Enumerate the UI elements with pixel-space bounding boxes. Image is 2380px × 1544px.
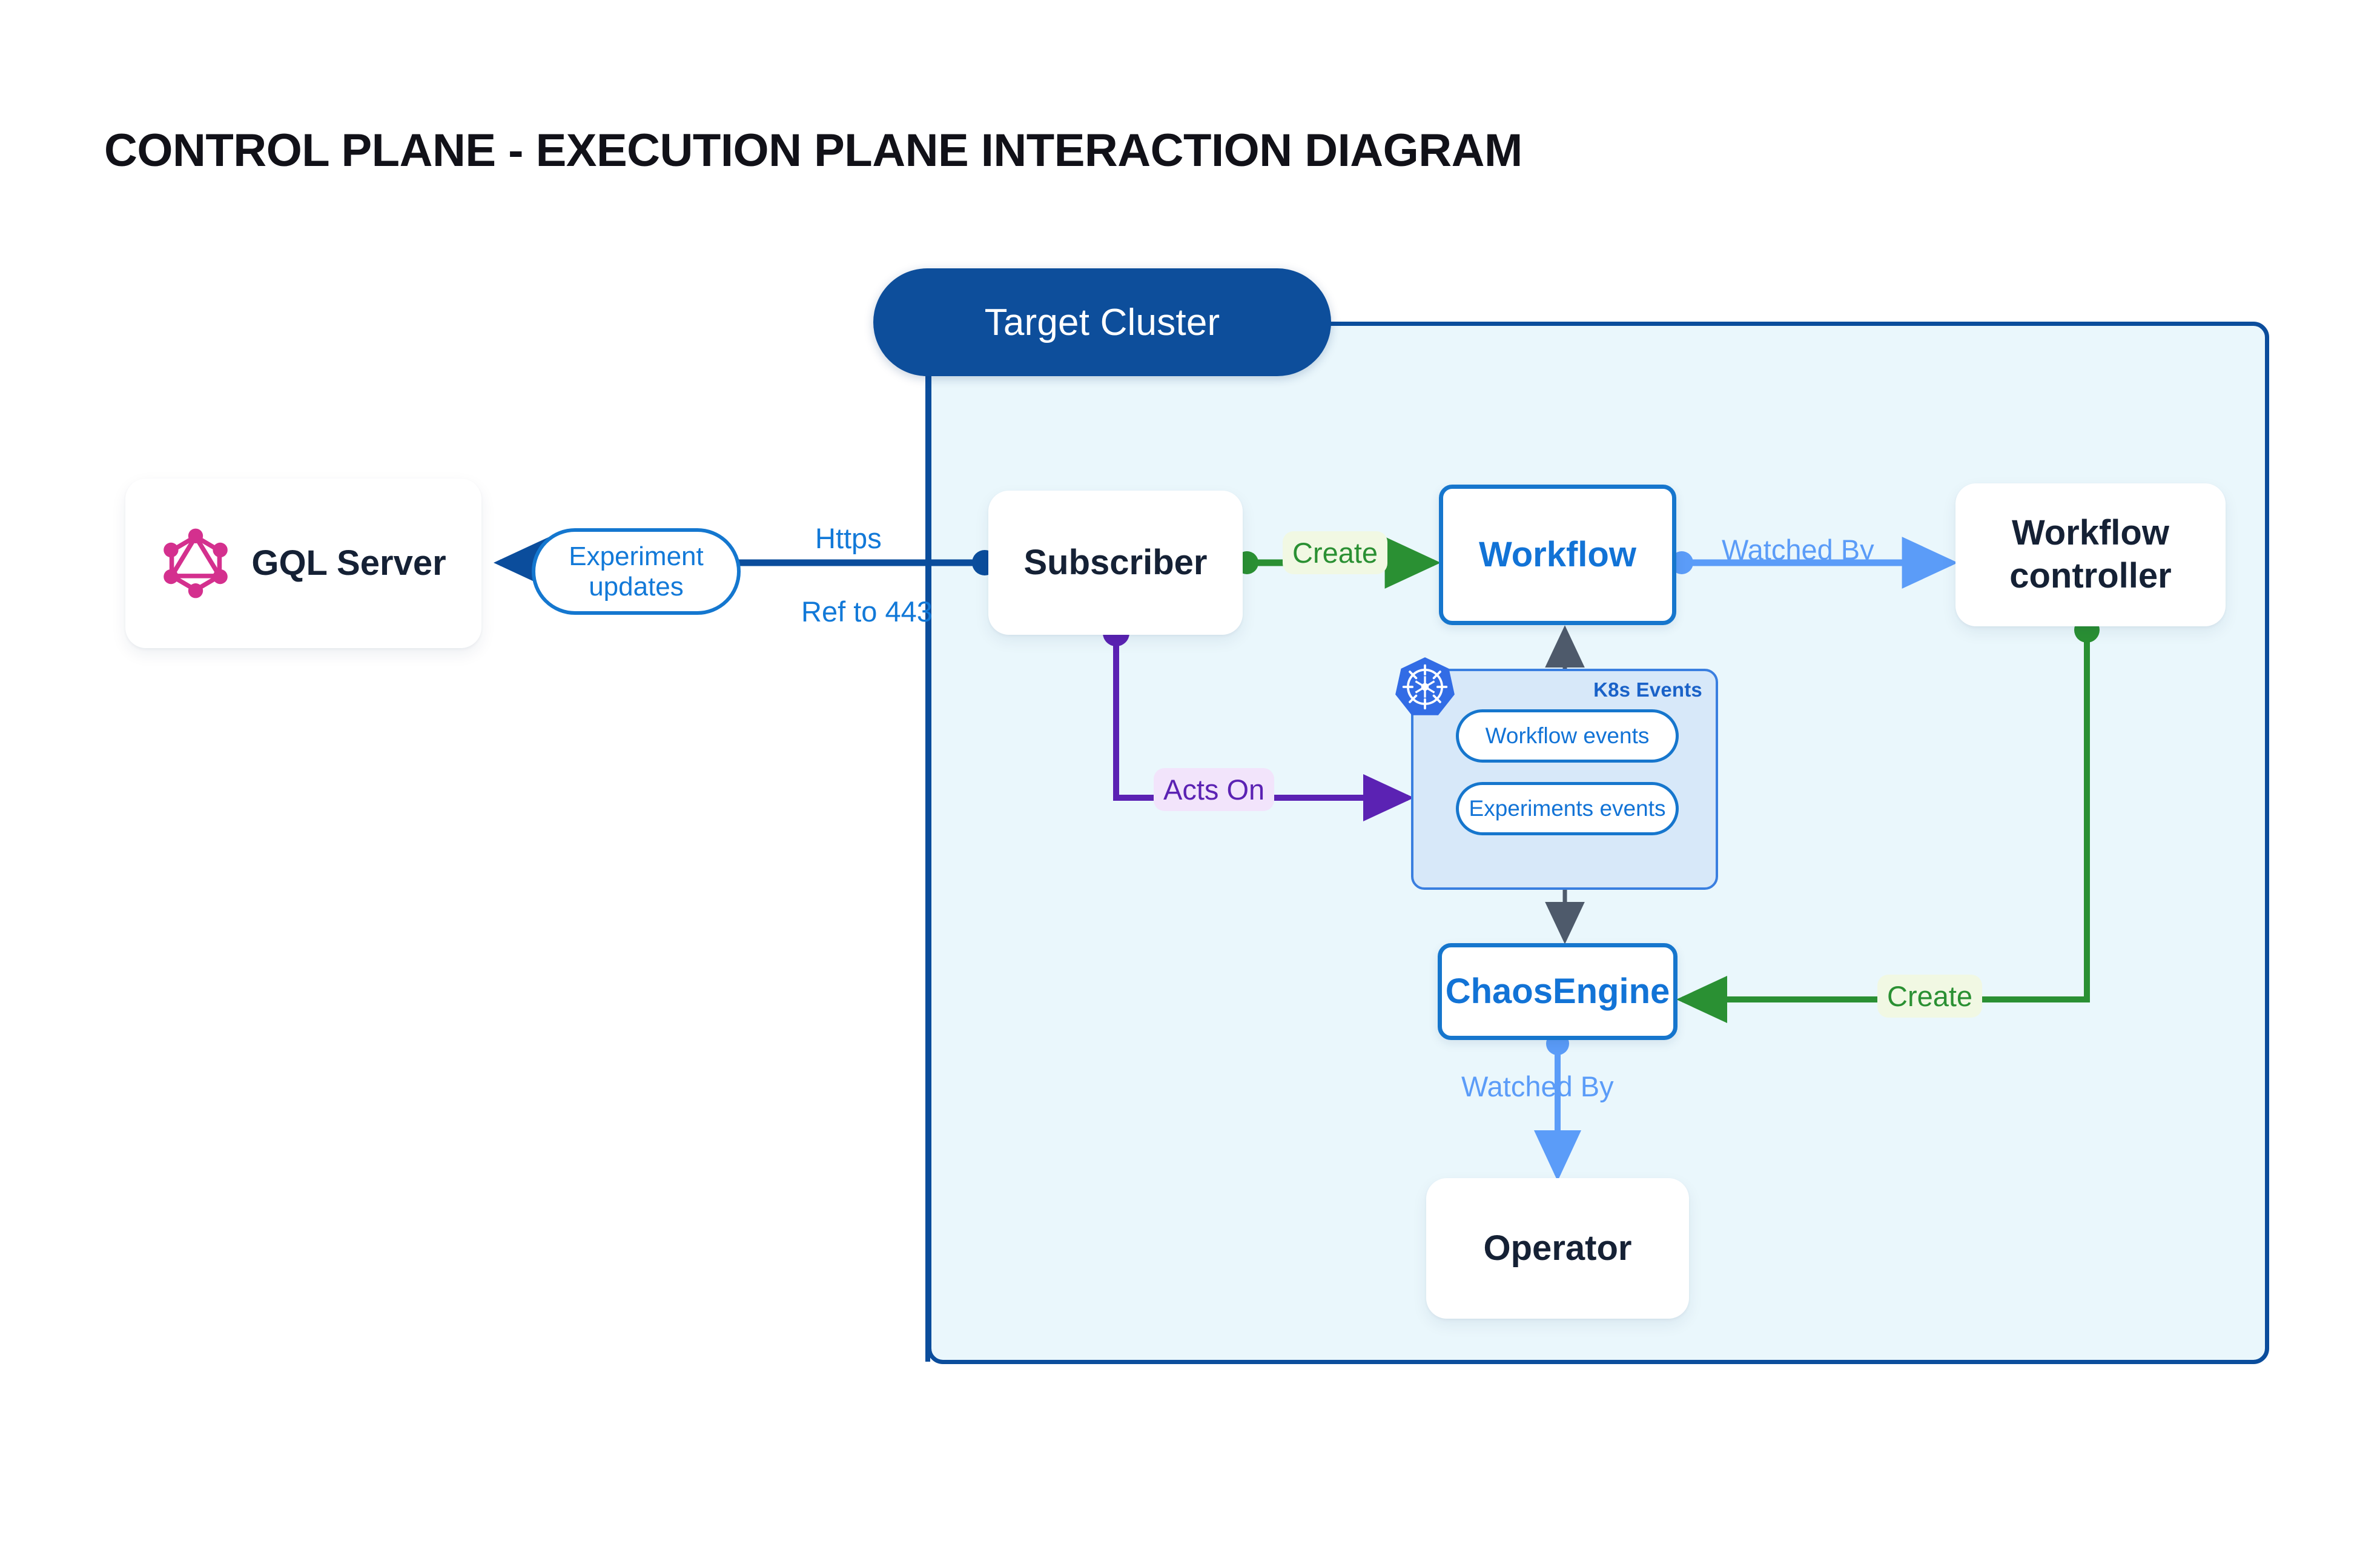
node-workflow-label: Workflow <box>1479 534 1636 574</box>
node-subscriber-label: Subscriber <box>1023 542 1208 582</box>
node-workflow[interactable]: Workflow <box>1439 485 1676 625</box>
k8s-events-title: K8s Events <box>1593 678 1702 701</box>
edge-label-acts-on: Acts On <box>1154 768 1275 811</box>
k8s-event-pill-experiments-events[interactable]: Experiments events <box>1456 782 1679 835</box>
node-gql-server-label: GQL Server <box>251 543 446 583</box>
edge-label-experiment-updates: Experiment updates <box>532 528 741 615</box>
node-subscriber[interactable]: Subscriber <box>988 491 1243 635</box>
node-operator-label: Operator <box>1483 1228 1632 1268</box>
node-chaosengine[interactable]: ChaosEngine <box>1438 943 1678 1040</box>
edge-label-watched-by-operator: Watched By <box>1461 1070 1614 1102</box>
edge-label-create-workflow: Create <box>1283 531 1388 574</box>
edge-label-create-chaosengine: Create <box>1877 975 1983 1018</box>
kubernetes-logo-icon <box>1395 657 1455 715</box>
target-cluster-badge: Target Cluster <box>873 268 1331 376</box>
graphql-logo-icon <box>164 528 228 598</box>
k8s-event-pill-label: Experiments events <box>1469 796 1666 821</box>
edge-label-watched-by-workflow: Watched By <box>1722 534 1874 566</box>
k8s-event-pill-label: Workflow events <box>1485 723 1650 748</box>
node-gql-server[interactable]: GQL Server <box>125 479 481 648</box>
page-title: CONTROL PLANE - EXECUTION PLANE INTERACT… <box>104 125 1522 176</box>
node-chaosengine-label: ChaosEngine <box>1445 971 1670 1011</box>
node-workflow-controller[interactable]: Workflow controller <box>1955 483 2226 626</box>
edge-label-ref-to-443: Ref to 443 <box>801 595 933 628</box>
k8s-event-pill-workflow-events[interactable]: Workflow events <box>1456 709 1679 763</box>
target-cluster-badge-label: Target Cluster <box>984 301 1220 343</box>
node-operator[interactable]: Operator <box>1426 1178 1689 1319</box>
k8s-events-panel: K8s Events Workflow events Experiments e… <box>1411 669 1718 890</box>
edge-label-https: Https <box>815 522 882 554</box>
node-workflow-controller-label: Workflow controller <box>2009 513 2172 595</box>
